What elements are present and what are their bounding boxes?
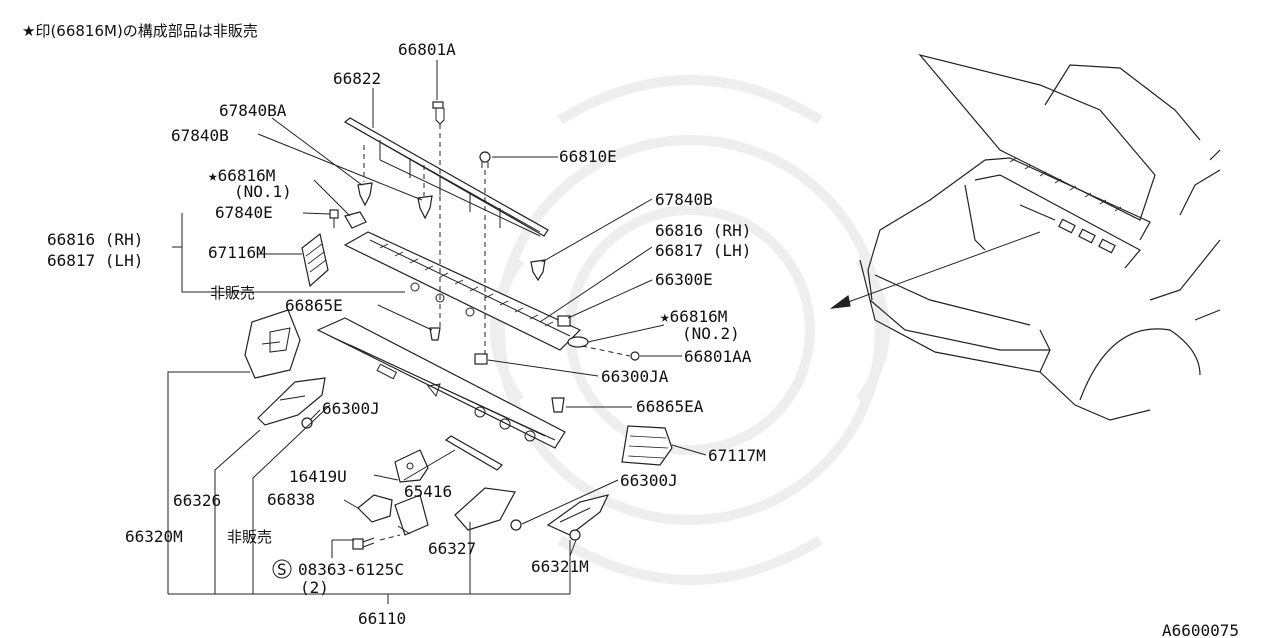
diagram-code: A6600075: [1162, 621, 1239, 638]
bolt-08363-6125C: [352, 537, 375, 550]
label-67840BA: 67840BA: [219, 101, 287, 120]
cowl-panel-66110: [316, 317, 566, 449]
label-66801AA: 66801AA: [684, 347, 752, 366]
cover-67117M: [621, 425, 673, 466]
label-66822: 66822: [333, 69, 381, 88]
part-labels: 66801A 66822 67840BA 67840B 66810E ★6681…: [47, 40, 766, 628]
clip-66801A: [432, 101, 445, 125]
label-not-for-sale-2: 非販売: [227, 528, 272, 546]
label-no2: (NO.2): [682, 324, 740, 343]
grommet-66865EA: [551, 397, 565, 413]
side-bracket-66321M: [546, 494, 610, 541]
label-66801A: 66801A: [398, 40, 456, 59]
clip-66300E: [557, 315, 571, 327]
label-not-for-sale-1: 非販売: [210, 284, 255, 302]
cowl-top-66816: [343, 231, 582, 351]
label-66326: 66326: [173, 491, 221, 510]
side-bracket-66320M: [244, 309, 301, 379]
label-67840B-right: 67840B: [655, 190, 713, 209]
label-66810E: 66810E: [559, 147, 617, 166]
label-66817LH-right: 66817 (LH): [655, 241, 751, 260]
clip-66300JA: [474, 353, 488, 365]
label-qty2: (2): [300, 578, 329, 597]
clip-66300J-upper: [301, 417, 313, 429]
label-65416: 65416: [404, 482, 452, 501]
label-66321M: 66321M: [531, 557, 589, 576]
clip-67840E: [329, 209, 339, 228]
side-bracket-66326: [257, 377, 326, 426]
cowl-top-strip-66822: [343, 117, 549, 237]
assembly-dash-lines: [363, 124, 486, 354]
clips-67840B: [357, 182, 546, 282]
label-08363-6125C: 08363-6125C: [298, 560, 404, 579]
label-66865EA: 66865EA: [636, 397, 704, 416]
label-66327: 66327: [428, 539, 476, 558]
label-66320M: 66320M: [125, 527, 183, 546]
label-66816M-2: ★66816M: [660, 307, 727, 326]
label-66838: 66838: [267, 490, 315, 509]
seal-66816M-no1: [344, 211, 367, 229]
label-66110: 66110: [358, 609, 406, 628]
label-66817LH-left: 66817 (LH): [47, 251, 143, 270]
label-67116M: 67116M: [208, 243, 266, 262]
car-location-view: [829, 53, 1221, 421]
label-66816RH-right: 66816 (RH): [655, 221, 751, 240]
header-note: ★印(66816M)の構成部品は非販売: [22, 22, 258, 40]
grommet-66810E: [479, 151, 491, 168]
label-67840E: 67840E: [215, 203, 273, 222]
label-no1: (NO.1): [234, 182, 292, 201]
label-66816M-1: ★66816M: [208, 166, 275, 185]
label-16419U: 16419U: [289, 467, 347, 486]
label-66300J-lower: 66300J: [620, 471, 678, 490]
s-symbol-circle: [272, 559, 292, 579]
bracket-center: [454, 487, 516, 531]
label-66300JA: 66300JA: [601, 367, 669, 386]
pad-67116M: [301, 232, 329, 288]
label-66865E: 66865E: [285, 296, 343, 315]
bracket-66327: [379, 494, 429, 541]
grommet-66865E: [429, 327, 441, 341]
seal-66816M-no2: [567, 336, 589, 348]
seal-strip-65416: [444, 435, 503, 471]
label-66816RH-left: 66816 (RH): [47, 230, 143, 249]
label-67117M: 67117M: [708, 446, 766, 465]
label-s-symbol: S: [277, 560, 287, 579]
label-66300J-upper: 66300J: [322, 399, 380, 418]
screw-66801AA: [581, 345, 640, 361]
label-66300E: 66300E: [655, 270, 713, 289]
bracket-66838: [357, 494, 393, 523]
clip-66300J-lower: [510, 519, 522, 531]
leader-lines: [167, 60, 707, 604]
bracket-16419U: [394, 449, 429, 483]
label-67840B-left: 67840B: [171, 126, 229, 145]
